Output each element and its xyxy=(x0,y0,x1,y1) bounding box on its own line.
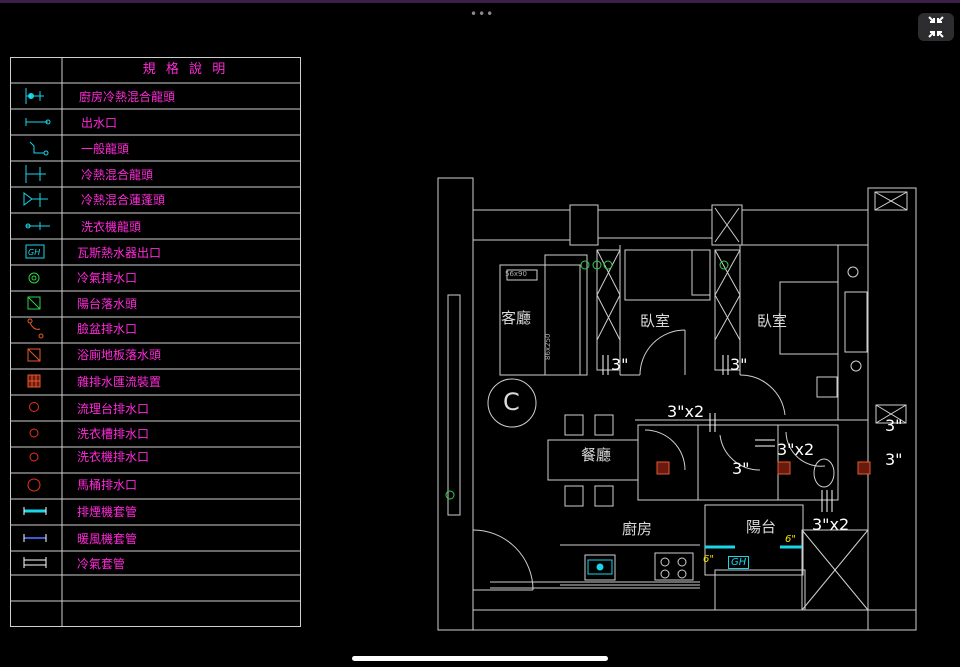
room-label-bedroom-1: 臥室 xyxy=(640,312,671,330)
exhaust-sleeve-icon xyxy=(23,507,47,515)
legend-label: 洗衣槽排水口 xyxy=(77,427,150,441)
more-dots-icon[interactable]: ••• xyxy=(470,7,495,21)
washer-tap-icon xyxy=(25,222,50,230)
legend-label: 冷熱混合蓮蓬頭 xyxy=(81,193,166,207)
basin-drain-icon xyxy=(27,318,44,339)
shower-head-icon xyxy=(23,192,48,207)
legend-label: 洗衣機龍頭 xyxy=(81,220,142,234)
pipe-size-label: 3" xyxy=(732,459,750,478)
unit-letter: C xyxy=(503,388,520,416)
cabinet-size-label: 86x250 xyxy=(544,333,552,360)
room-label-dining: 餐廳 xyxy=(581,446,612,464)
room-label-kitchen: 廚房 xyxy=(622,520,653,538)
sink-drain-icon xyxy=(29,402,39,412)
pipe-size-label: 3" xyxy=(885,416,903,435)
legend-label: 廚房冷熱混合龍頭 xyxy=(79,90,176,104)
legend-label: 冷氣套管 xyxy=(77,557,126,571)
ac-drain-icon xyxy=(28,272,40,284)
heater-sleeve-icon xyxy=(23,534,47,542)
floor-drain-icon xyxy=(27,348,41,362)
legend-label: 出水口 xyxy=(81,116,118,130)
top-border xyxy=(0,0,960,3)
collapse-arrows-icon xyxy=(928,16,944,38)
svg-text:GH: GH xyxy=(28,248,40,257)
legend-label: 暖風機套管 xyxy=(77,532,138,546)
home-indicator[interactable] xyxy=(352,656,608,661)
pipe-size-label: 3" xyxy=(885,450,903,469)
pipe-size-label: 3" xyxy=(611,355,629,374)
legend-label: 臉盆排水口 xyxy=(77,322,138,336)
laundry-tub-drain-icon xyxy=(29,428,39,438)
legend-label: 冷熱混合龍頭 xyxy=(81,168,154,182)
legend-grid: GH xyxy=(10,57,301,627)
legend-label: 排煙機套管 xyxy=(77,505,138,519)
gas-heater-tag: GH xyxy=(728,556,750,569)
pipe-size-label: 3"x2 xyxy=(667,402,705,421)
kitchen-pipe-size: 6" xyxy=(703,554,714,565)
ac-sleeve-icon xyxy=(23,557,47,568)
legend-label: 陽台落水頭 xyxy=(77,297,138,311)
room-label-balcony: 陽台 xyxy=(746,518,777,536)
pipe-size-label: 3"x2 xyxy=(777,440,815,459)
pipe-size-label: 3"x2 xyxy=(812,515,850,534)
legend-label: 冷氣排水口 xyxy=(77,271,138,285)
water-outlet-icon xyxy=(25,118,51,126)
legend-label: 洗衣機排水口 xyxy=(77,450,150,464)
legend-title: 規 格 說 明 xyxy=(142,62,229,77)
legend-label: 浴廁地板落水頭 xyxy=(77,348,162,362)
mixer-faucet-icon xyxy=(25,88,44,104)
gas-heater-outlet-icon: GH xyxy=(25,244,45,259)
legend-label: 流理台排水口 xyxy=(77,402,150,416)
room-label-bedroom-2: 臥室 xyxy=(757,312,788,330)
legend-label: 一般龍頭 xyxy=(81,142,130,156)
balcony-drain-icon xyxy=(27,296,41,310)
toilet-drain-icon xyxy=(27,478,41,492)
faucet-icon xyxy=(29,141,49,156)
sofa-size-label: 56x90 xyxy=(505,270,527,278)
pipe-size-label: 3" xyxy=(730,355,748,374)
legend-table: GH 規 格 說 明 廚房冷熱混合龍頭 出水口 一般龍頭 冷熱混合龍頭 冷熱混合… xyxy=(10,57,301,627)
balcony-pipe-size: 6" xyxy=(785,534,796,545)
washer-drain-icon xyxy=(29,452,39,462)
mixer-tap-icon xyxy=(25,165,46,183)
legend-label: 瓦斯熱水器出口 xyxy=(77,246,162,260)
waste-collector-icon xyxy=(27,374,41,388)
legend-label: 雜排水匯流裝置 xyxy=(77,375,162,389)
floor-plan: 客廳 臥室 臥室 餐廳 廚房 陽台 C 56x90 86x250 3" 3" 3… xyxy=(430,170,930,640)
legend-label: 馬桶排水口 xyxy=(77,478,138,492)
collapse-button[interactable] xyxy=(918,13,954,41)
room-label-living: 客廳 xyxy=(501,309,532,327)
floor-plan-drawing xyxy=(437,177,917,631)
